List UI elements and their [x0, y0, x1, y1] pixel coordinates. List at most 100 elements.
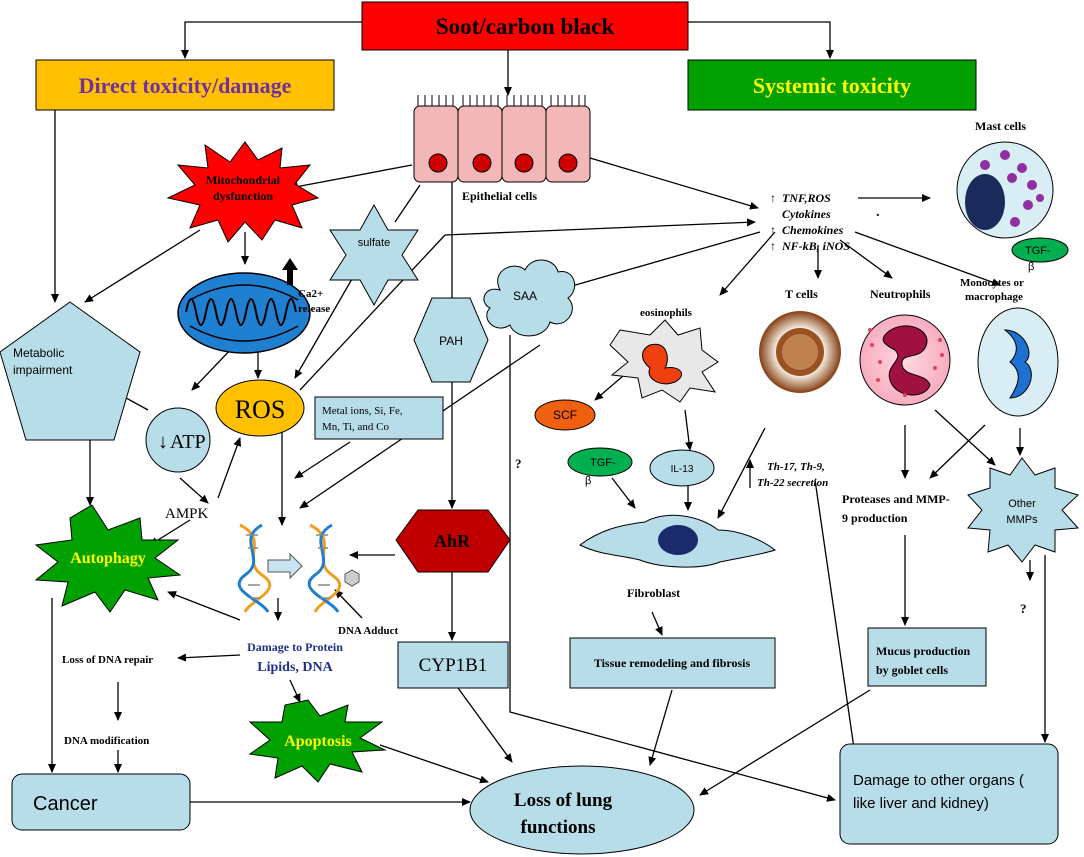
mast-cells-label: Mast cells [975, 119, 1026, 133]
other-mmps-line1: Other [1008, 498, 1036, 510]
cytokines-line1: TNF,ROS [782, 191, 831, 205]
direct-toxicity-label: Direct toxicity/damage [79, 73, 292, 98]
proteases-line2: 9 production [842, 511, 908, 525]
dna-modification-label: DNA modification [64, 735, 149, 747]
saa-node: SAA [483, 259, 576, 337]
tgf-mast-line1: TGF- [1025, 245, 1051, 257]
tgf-eos-node: TGF- β [567, 447, 633, 487]
mucus-line1: Mucus production [876, 644, 970, 658]
cyp1b1-node: CYP1B1 [397, 641, 509, 689]
stray-dot: . [876, 205, 880, 220]
autophagy-label: Autophagy [70, 550, 146, 567]
pah-node: PAH [413, 297, 489, 383]
up-arrow-icon: ↑ [770, 191, 776, 205]
cytokines-line3: Chemokines [782, 223, 844, 237]
mito-dysfunction-line1: Mitochondrial [206, 173, 281, 187]
ca-label-line2: release [298, 303, 330, 315]
calcium-release: Ca2+ release [282, 258, 330, 315]
down-arrow-icon: ↓ [158, 431, 168, 453]
cancer-node: Cancer [11, 773, 191, 831]
epithelial-cells-label: Epithelial cells [462, 189, 537, 203]
epithelial-cells: Epithelial cells [413, 95, 591, 203]
apoptosis-node: Apoptosis [248, 699, 387, 783]
cytokines-node: ↑ TNF,ROS Cytokines ↑ Chemokines ↑ NF-kB… [770, 191, 880, 253]
tgf-eos-line1: TGF- [590, 457, 616, 469]
sulfate-label: sulfate [358, 237, 390, 249]
tgf-mast-node: TGF- β [1011, 237, 1069, 273]
lung-line1: Loss of lung [514, 790, 613, 811]
damage-line2: Lipids, DNA [257, 660, 333, 675]
metabolic-line1: Metabolic [13, 346, 64, 360]
apoptosis-label: Apoptosis [284, 733, 352, 750]
eosinophil-node: eosinophils [609, 307, 719, 403]
autophagy-node: Autophagy [34, 504, 182, 613]
mitochondria-icon [177, 272, 311, 354]
direct-toxicity-node: Direct toxicity/damage [35, 59, 335, 111]
systemic-toxicity-label: Systemic toxicity [753, 73, 911, 98]
other-organs-line1: Damage to other organs ( [853, 772, 1024, 789]
neutrophil-node: Neutrophils [859, 287, 951, 406]
neutrophils-label: Neutrophils [870, 287, 931, 301]
t-cell-node: T cells [759, 287, 841, 393]
ros-label: ROS [235, 395, 286, 424]
proteases-line1: Proteases and MMP- [842, 492, 950, 506]
th-line1: Th-17, Th-9, [767, 461, 825, 473]
root-label: Soot/carbon black [436, 14, 614, 39]
mucus-production-node: Mucus production by goblet cells [867, 627, 987, 687]
metabolic-line2: impairment [13, 363, 73, 377]
loss-dna-repair-label: Loss of DNA repair [62, 654, 153, 666]
other-mmps-node: Other MMPs [967, 457, 1080, 563]
scf-label: SCF [553, 408, 577, 422]
question-mark-scf: ? [515, 456, 522, 471]
scf-node: SCF [534, 399, 596, 431]
tgf-mast-line2: β [1028, 261, 1034, 273]
ampk-label: AMPK [165, 506, 209, 522]
lung-line2: functions [521, 817, 596, 838]
up-arrow-icon: ↑ [770, 223, 776, 237]
systemic-toxicity-node: Systemic toxicity [687, 59, 977, 111]
dna-damage-icon [237, 523, 360, 613]
ahr-label: AhR [434, 531, 471, 551]
t-cells-label: T cells [785, 287, 818, 301]
pah-label: PAH [439, 334, 463, 348]
dna-adduct-label: DNA Adduct [338, 625, 399, 637]
il13-label: IL-13 [671, 464, 694, 475]
metals-line1: Metal ions, Si, Fe, [322, 405, 403, 417]
up-arrow-icon [282, 258, 298, 285]
fibroblast-label: Fibroblast [627, 586, 680, 600]
ahr-node: AhR [395, 509, 511, 573]
metals-node: Metal ions, Si, Fe, Mn, Ti, and Co [314, 396, 444, 440]
monocytes-line2: macrophage [965, 291, 1023, 303]
connector-arrows [48, 21, 1049, 806]
lung-function-node: Loss of lung functions [469, 765, 695, 855]
metals-line2: Mn, Ti, and Co [322, 421, 389, 433]
atp-label: ATP [170, 431, 206, 453]
mito-dysfunction-line2: dysfunction [213, 189, 273, 203]
tgf-eos-line2: β [585, 475, 591, 487]
ros-node: ROS [215, 379, 305, 437]
metabolic-impairment-node: Metabolic impairment [0, 301, 141, 441]
mucus-line2: by goblet cells [876, 663, 948, 677]
fibroblast-node: Fibroblast [579, 514, 777, 600]
remodeling-label: Tissue remodeling and fibrosis [594, 656, 751, 670]
other-organs-line2: like liver and kidney) [853, 795, 989, 812]
eosinophils-label: eosinophils [640, 307, 693, 319]
damage-line1: Damage to Protein [247, 640, 343, 654]
mitochondrial-dysfunction-node: Mitochondrial dysfunction [166, 141, 320, 243]
root-node: Soot/carbon black [361, 1, 689, 51]
saa-label: SAA [513, 289, 537, 303]
question-mark-mmps: ? [1020, 601, 1027, 616]
sulfate-node: sulfate [329, 203, 419, 307]
mast-cell-node: Mast cells [956, 119, 1054, 239]
ca-label-line1: Ca2+ [298, 288, 323, 300]
cyp1b1-label: CYP1B1 [419, 655, 488, 676]
up-arrow-icon: ↑ [770, 239, 776, 253]
cytokines-line2: Cytokines [782, 207, 831, 221]
monocytes-line1: Monocytes or [960, 277, 1024, 289]
tissue-remodeling-node: Tissue remodeling and fibrosis [569, 637, 776, 689]
other-mmps-line2: MMPs [1006, 514, 1038, 526]
other-organs-node: Damage to other organs ( like liver and … [839, 743, 1059, 845]
cancer-label: Cancer [33, 793, 98, 815]
monocyte-node: Monocytes or macrophage [960, 277, 1059, 417]
